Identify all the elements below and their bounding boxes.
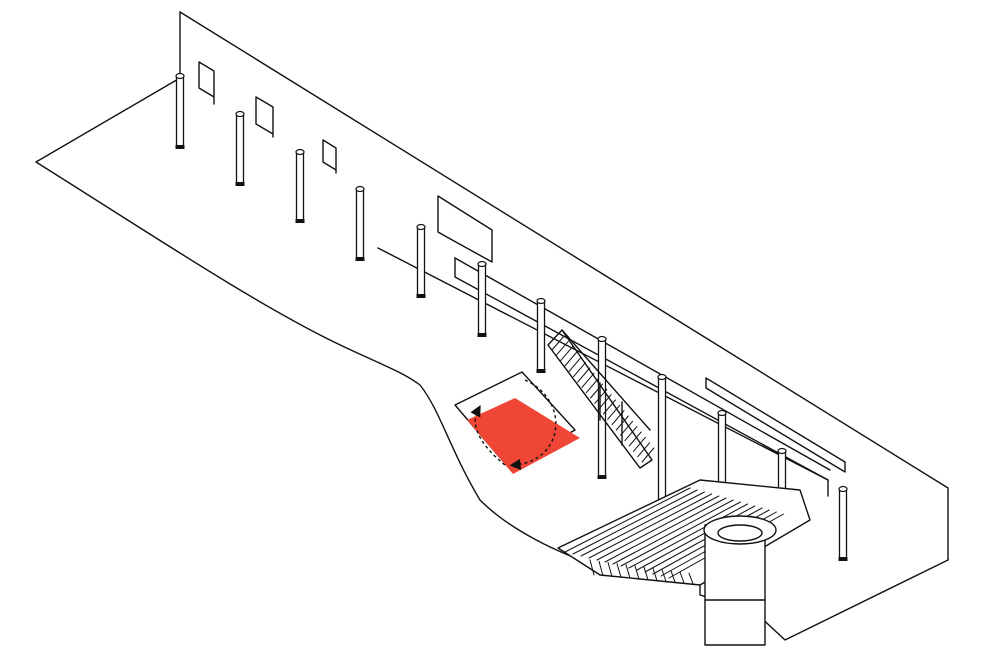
cylinder-element — [703, 515, 777, 646]
stair-tread — [590, 383, 604, 399]
stair-tread — [564, 351, 578, 367]
stair-tread — [568, 356, 582, 372]
door-opening-3 — [322, 139, 337, 174]
terrace-riser — [661, 569, 667, 582]
stair-tread — [637, 442, 651, 458]
back-wall — [179, 11, 949, 561]
stair-tread — [624, 426, 638, 442]
column — [838, 485, 848, 561]
terrace-riser — [652, 567, 658, 582]
stair-tread — [572, 362, 586, 378]
floor-slab — [35, 77, 949, 641]
wall-openings — [198, 61, 493, 263]
terrace-step — [628, 503, 749, 569]
column — [295, 148, 305, 223]
stair-tread — [560, 346, 574, 362]
terrace-step — [572, 489, 698, 555]
stair-tread — [611, 410, 625, 426]
column — [477, 260, 487, 337]
lower-terrace-steps — [557, 479, 811, 586]
rotation-arc — [509, 379, 557, 471]
stair-treads — [551, 335, 655, 463]
terrace-step — [612, 499, 734, 565]
terrace-step — [588, 493, 713, 559]
terrace-riser — [616, 563, 622, 578]
column — [175, 72, 185, 149]
terrace-riser — [670, 570, 676, 583]
columns-group — [175, 72, 848, 561]
stair-tread — [602, 399, 616, 415]
column — [597, 335, 607, 479]
door-opening-1 — [198, 61, 215, 105]
stair-tread — [581, 372, 595, 388]
terrace-riser — [589, 559, 595, 576]
stair-tread — [641, 447, 655, 463]
rotation-arrow — [470, 405, 506, 466]
stair-tread — [585, 378, 599, 394]
door-opening-large — [437, 195, 493, 263]
stair-tread — [577, 367, 591, 383]
handrail-beam — [377, 247, 846, 497]
highlight-red-panel — [467, 398, 580, 474]
column — [416, 223, 426, 298]
column — [355, 185, 365, 261]
column — [235, 110, 245, 186]
staircase — [547, 329, 655, 469]
pivot-panel — [454, 371, 580, 474]
terrace-riser — [679, 571, 685, 584]
stair-tread — [598, 394, 612, 410]
stair-tread — [551, 335, 565, 351]
column — [657, 373, 667, 509]
terrace-riser — [634, 565, 640, 580]
terrace-step — [604, 497, 727, 563]
terrace-step — [580, 491, 705, 557]
stair-tread — [615, 415, 629, 431]
stair-tread — [628, 431, 642, 447]
terrace-riser — [607, 561, 613, 578]
stair-tread — [632, 436, 646, 452]
terrace-step — [620, 501, 741, 567]
terrace-step — [596, 495, 720, 561]
stair-tread — [594, 388, 608, 404]
terrace-riser — [643, 566, 649, 581]
stair-tread — [620, 420, 634, 436]
terrace-riser — [625, 564, 631, 579]
stair-tread — [555, 340, 569, 356]
terrace-step — [564, 487, 691, 553]
cylinder-top-rim — [703, 515, 777, 545]
door-opening-2 — [255, 96, 274, 138]
terrace-riser — [598, 560, 604, 577]
terrace-riser — [688, 572, 694, 585]
column — [536, 297, 546, 373]
stair-tread — [607, 404, 621, 420]
